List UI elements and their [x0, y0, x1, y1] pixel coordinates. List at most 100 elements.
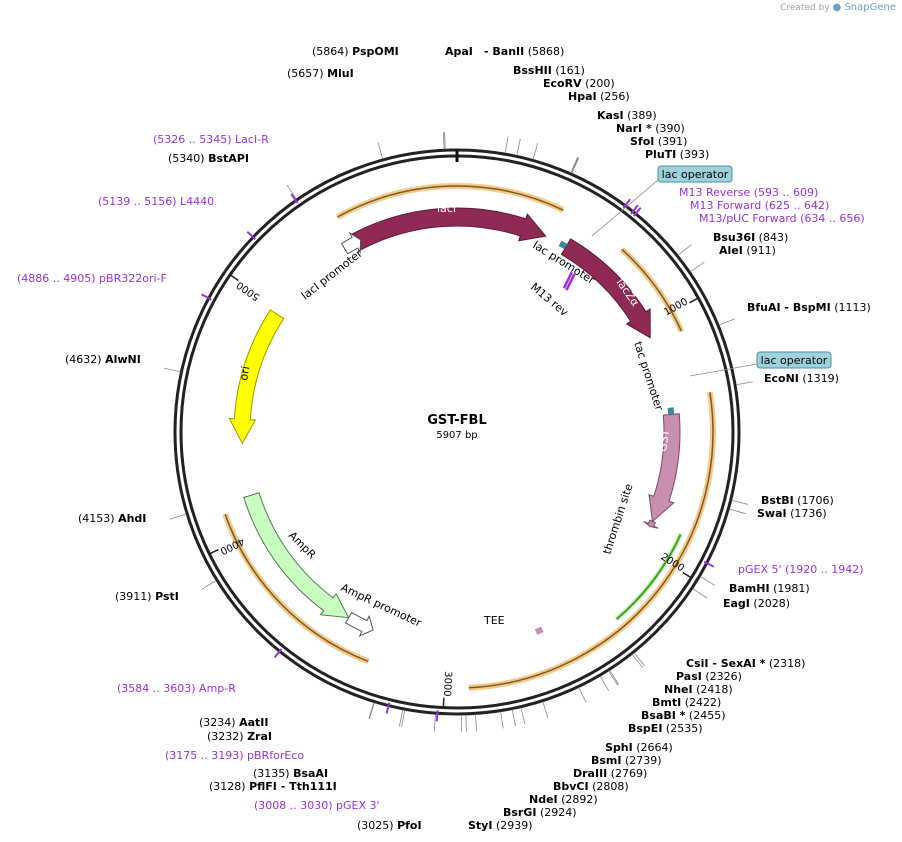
site-label: BspEI (2535) — [628, 722, 703, 735]
label-thrombin-site: thrombin site — [600, 482, 635, 556]
primer-label: pGEX 5' (1920 .. 1942) — [738, 563, 864, 576]
site-leader — [504, 136, 509, 154]
tick-mark — [209, 548, 219, 555]
site-label: SphI (2664) — [605, 741, 673, 754]
site-label: BfuAI - BspMI (1113) — [747, 301, 871, 314]
tick-mark — [682, 571, 692, 579]
site-label: BmtI (2422) — [652, 696, 721, 709]
site-leader — [520, 707, 526, 725]
site-leader — [571, 157, 580, 174]
site-leader — [731, 499, 749, 505]
site-leader — [729, 508, 746, 515]
lac-operator-label: lac operator — [761, 354, 828, 367]
site-label: (5340) BstAPI — [168, 152, 249, 165]
plasmid-name: GST-FBL — [427, 413, 486, 428]
site-label: NdeI (2892) — [529, 793, 598, 806]
site-label: (4632) AlwNI — [65, 353, 141, 366]
operator-connector — [689, 363, 758, 377]
site-label: BstBI (1706) — [761, 494, 834, 507]
label-GST: GST — [656, 428, 672, 452]
primer-marker — [273, 648, 283, 659]
feature-tac-promoter — [667, 407, 675, 415]
primer-marker — [385, 702, 391, 714]
primer-marker — [630, 204, 639, 215]
lac-operator-box-1: lac operator — [657, 165, 733, 183]
credit-prefix: Created by — [780, 3, 830, 13]
features — [228, 207, 681, 637]
feature-TEE — [534, 626, 544, 635]
snapgene-credit: Created by ● SnapGene — [780, 2, 896, 13]
orf-arc — [224, 513, 369, 663]
site-leader — [169, 513, 187, 520]
site-leader — [286, 184, 297, 200]
feature-lacZa — [560, 238, 651, 339]
tick-label: 3000 — [441, 671, 453, 697]
site-leader — [609, 670, 620, 685]
orf-arc — [621, 248, 683, 332]
site-leader — [516, 138, 521, 156]
site-label: (3025) PfoI — [357, 819, 422, 832]
site-leader — [511, 709, 516, 727]
primer-marker — [632, 206, 642, 217]
primer-label: (4886 .. 4905) pBR322ori-F — [17, 272, 167, 285]
site-leader — [201, 580, 217, 590]
site-label: (3128) PflFI - Tth111I — [209, 780, 337, 793]
orf-arc — [337, 185, 564, 218]
site-label: PluTI (393) — [645, 148, 709, 161]
feature-lac-promoter — [558, 240, 568, 250]
site-leader — [532, 142, 539, 160]
site-leader — [163, 367, 181, 373]
feature-AmpR — [243, 492, 350, 619]
site-leader — [433, 714, 436, 732]
site-leader — [578, 687, 587, 703]
primer-marker — [201, 293, 212, 301]
site-label: (3135) BsaAI — [253, 767, 328, 780]
thrombin-arc — [615, 533, 682, 620]
site-label: BsrGI (2924) — [503, 806, 577, 819]
feature-M13-rev-arrow — [565, 273, 576, 291]
site-label: NheI (2418) — [664, 683, 733, 696]
site-label: HpaI (256) — [568, 90, 630, 103]
operator-connector — [591, 179, 659, 237]
tick-label: 5000 — [235, 279, 262, 303]
site-label: EagI (2028) — [723, 597, 790, 610]
site-leader — [677, 244, 692, 256]
lac-operator-label: lac operator — [662, 168, 729, 181]
site-label: KasI (389) — [597, 109, 657, 122]
site-label: AleI (911) — [719, 244, 776, 257]
site-label: SwaI (1736) — [757, 507, 827, 520]
primer-labels: (5326 .. 5345) LacI-R (5139 .. 5156) L44… — [17, 133, 865, 812]
feature-lacI — [351, 207, 547, 251]
site-leader — [475, 714, 478, 732]
site-leader — [542, 701, 549, 719]
site-leader — [692, 588, 708, 599]
credit-brand: SnapGene — [844, 2, 896, 13]
site-label: BsaBI * (2455) — [641, 709, 726, 722]
primer-label: (3008 .. 3030) pGEX 3' — [254, 799, 380, 812]
site-lines — [163, 132, 753, 732]
label-lacI: lacI — [437, 202, 456, 215]
site-leader — [690, 261, 705, 273]
primer-marker — [435, 710, 439, 722]
plasmid-size: 5907 bp — [436, 430, 477, 441]
site-leader — [465, 714, 467, 732]
site-leader — [718, 318, 735, 326]
primer-label: (3584 .. 3603) Amp-R — [117, 682, 236, 695]
primer-label: M13 Forward (625 .. 642) — [690, 199, 829, 212]
primer-label: M13 Reverse (593 .. 609) — [679, 186, 818, 199]
site-labels: (5864) PspOMI ApaI - BanII (5868) (5657)… — [65, 45, 871, 832]
feature-lacI-promoter — [340, 231, 362, 255]
primer-marker — [246, 230, 256, 241]
site-leader — [500, 711, 504, 729]
site-label: (5657) MluI — [287, 67, 354, 80]
primer-label: (3175 .. 3193) pBRforEco — [165, 749, 304, 762]
site-leader — [633, 652, 646, 667]
orf-arc — [468, 564, 677, 689]
site-label: (3234) AatII — [199, 716, 268, 729]
site-label: EcoRV (200) — [543, 77, 615, 90]
site-leader — [368, 702, 375, 719]
site-leader — [442, 132, 445, 150]
site-label: ApaI — [445, 45, 473, 58]
site-label: EcoNI (1319) — [764, 372, 839, 385]
